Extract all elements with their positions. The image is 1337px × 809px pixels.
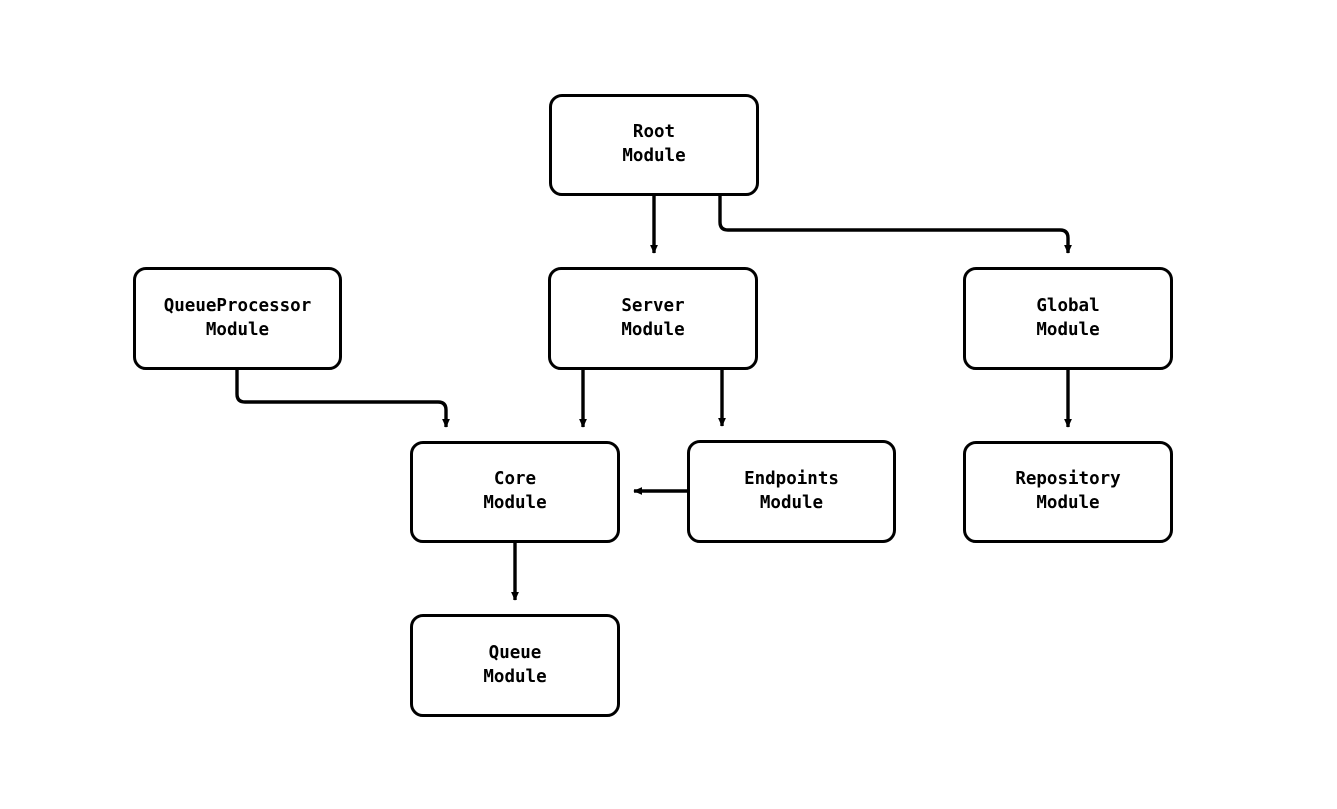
node-endpoints-module-label: Endpoints Module [744,468,839,513]
node-repository-module[interactable]: Repository Module [963,441,1173,543]
node-queue-module-label: Queue Module [483,642,547,687]
node-core-module-label: Core Module [483,469,547,513]
edge-root-to-global [718,196,1072,254]
edge-queueprocessor-to-core [235,370,450,428]
node-repository-module-label: Repository Module [1015,469,1121,513]
node-root-module-label: Root Module [622,122,686,166]
node-root-module[interactable]: Root Module [549,94,759,196]
node-global-module[interactable]: Global Module [963,267,1173,370]
node-server-module-label: Server Module [621,295,685,340]
node-endpoints-module[interactable]: Endpoints Module [687,440,896,543]
node-server-module[interactable]: Server Module [548,267,758,370]
node-core-module[interactable]: Core Module [410,441,620,543]
node-global-module-label: Global Module [1036,295,1100,340]
node-queue-module[interactable]: Queue Module [410,614,620,717]
node-queueprocessor-module-label: QueueProcessor Module [163,295,312,340]
node-queueprocessor-module[interactable]: QueueProcessor Module [133,267,342,370]
